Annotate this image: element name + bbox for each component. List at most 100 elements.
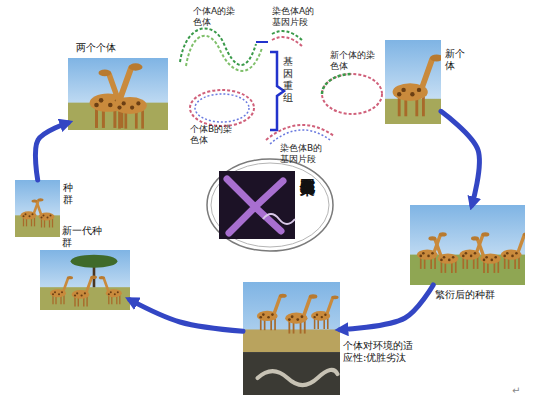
giraffe-figure <box>471 236 501 273</box>
photo-sky <box>40 250 130 310</box>
giraffe-spot <box>259 316 262 319</box>
giraffe-figure <box>90 63 143 128</box>
giraffe-leg <box>477 257 479 269</box>
giraffe-spot <box>262 313 265 316</box>
giraffe-spot <box>483 259 486 262</box>
gene-fragment <box>272 31 302 40</box>
giraffe-spot <box>443 256 446 259</box>
giraffe-body <box>285 313 307 324</box>
giraffe-spot <box>417 88 421 92</box>
giraffe-spot <box>427 255 430 258</box>
giraffe-spot <box>108 103 113 108</box>
tree-crown <box>71 255 118 268</box>
giraffe-spot <box>122 101 126 105</box>
giraffe-neck <box>274 296 281 314</box>
giraffe-body <box>257 311 278 321</box>
chromosome-segment <box>322 74 352 94</box>
snake-figure <box>258 370 338 385</box>
giraffe-spot <box>291 315 294 318</box>
giraffe-spot <box>397 92 401 96</box>
photo-sky <box>410 205 525 285</box>
giraffe-body <box>480 253 501 263</box>
cycle-arrow <box>35 123 68 180</box>
giraffe-leg <box>74 297 75 307</box>
giraffe-spot <box>117 291 119 293</box>
node-label: 新个体 <box>445 48 469 72</box>
giraffe-body <box>113 97 147 114</box>
giraffe-spot <box>511 255 514 258</box>
photo-node: 两个个体 <box>68 58 168 130</box>
giraffe-head <box>439 232 447 236</box>
giraffe-head <box>99 276 105 279</box>
giraffe-spot <box>440 259 443 262</box>
photo-sky <box>15 180 60 237</box>
giraffe-head <box>129 63 143 70</box>
giraffe-leg <box>398 96 401 116</box>
giraffe-leg <box>327 318 329 329</box>
giraffe-leg <box>422 96 425 116</box>
giraffe-spot <box>130 106 134 110</box>
giraffe-neck <box>478 239 485 257</box>
giraffe-figure <box>21 198 44 226</box>
giraffe-spot <box>41 216 43 218</box>
photo-node: 繁衍后的种群 <box>410 205 525 285</box>
giraffe-spot <box>50 214 52 216</box>
giraffe-figure <box>72 276 97 307</box>
photo-image <box>40 250 130 310</box>
node-label: 新一代种群 <box>62 225 104 249</box>
annotation-label: 新个体的染色体 <box>330 50 380 72</box>
giraffe-leg <box>462 257 464 269</box>
giraffe-spot <box>316 314 318 316</box>
ellipse-outline <box>205 157 335 253</box>
giraffe-spot <box>410 92 414 96</box>
cycle-arrow <box>441 111 479 205</box>
giraffe-neck <box>37 201 42 215</box>
gene-fragment <box>270 130 330 144</box>
giraffe-spot <box>431 252 434 255</box>
photo-ground <box>385 99 441 124</box>
giraffe-spot <box>23 215 25 217</box>
photo-ground <box>68 103 168 130</box>
photo-sky <box>68 58 168 130</box>
giraffe-leg <box>288 321 290 334</box>
photo-node: 个体对环境的适应性:优胜劣汰 <box>243 282 340 395</box>
chromosome-photo <box>219 171 295 239</box>
giraffe-spot <box>94 103 99 108</box>
giraffe-leg <box>108 295 109 304</box>
photo-node: 种群 <box>15 180 60 237</box>
giraffe-leg <box>260 319 262 331</box>
giraffe-leg <box>518 257 520 269</box>
giraffe-spot <box>58 293 60 295</box>
giraffe-spot <box>81 294 83 296</box>
annotation-label: ↵ <box>512 385 532 397</box>
annotation-label: 基因重组 <box>283 56 294 104</box>
giraffe-neck <box>435 239 442 257</box>
giraffe-figure <box>428 236 458 273</box>
giraffe-leg <box>420 257 422 269</box>
gene-fragment <box>266 125 334 140</box>
giraffe-head <box>32 199 38 202</box>
giraffe-leg <box>504 257 506 269</box>
giraffe-figure <box>257 294 287 331</box>
giraffe-leg <box>483 261 485 273</box>
giraffe-spot <box>448 259 451 262</box>
giraffe-spot <box>74 294 76 296</box>
giraffe-spot <box>503 255 506 258</box>
giraffe-leg <box>304 321 306 334</box>
dna-strand <box>263 214 295 224</box>
giraffe-spot <box>485 256 488 259</box>
giraffe-spot <box>117 106 121 110</box>
giraffe-spot <box>136 101 140 105</box>
giraffe-spot <box>271 313 274 316</box>
giraffe-leg <box>118 110 121 129</box>
giraffe-body <box>106 289 122 297</box>
giraffe-spot <box>296 318 299 321</box>
giraffe-spot <box>465 252 468 255</box>
giraffe-figure <box>99 276 122 304</box>
giraffe-neck <box>421 59 432 90</box>
photo-ground <box>40 287 130 310</box>
giraffe-leg <box>141 110 144 129</box>
photo-ground <box>243 329 340 352</box>
giraffe-spot <box>43 214 45 216</box>
photo-node: 新个体 <box>385 40 441 124</box>
